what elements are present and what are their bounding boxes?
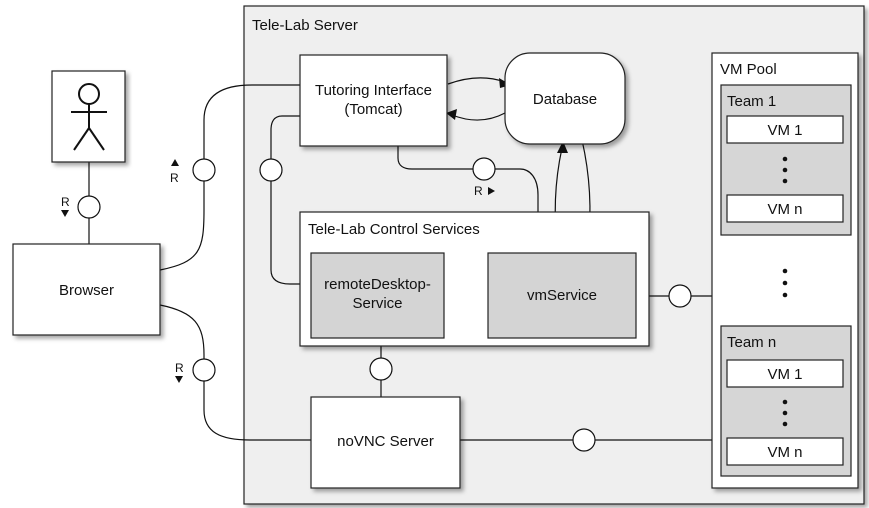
r-label-user: R [61, 195, 70, 217]
r-arrow-down-icon [61, 210, 69, 217]
team-title: Team 1 [727, 93, 776, 110]
interface-circle-browser-novnc [192, 358, 216, 382]
tutoring-vmservice-line [397, 146, 539, 253]
user-actor [51, 70, 126, 163]
vm-label: VM n [767, 201, 802, 218]
r-label-browser-novnc: R [175, 361, 184, 383]
remotedesktop-service-label: remoteDesktop- [324, 276, 431, 293]
r-label-text: R [170, 171, 179, 185]
tele-lab-server-title: Tele-Lab Server [252, 17, 358, 34]
user-stick-figure-icon [71, 83, 107, 151]
vmservice-box [487, 252, 637, 339]
r-label-browser-tutoring: R [170, 159, 179, 185]
teams-ellipsis-icon [782, 268, 788, 298]
interface-circle-novnc-vmpool [572, 428, 596, 452]
vm-box [726, 359, 844, 388]
connections [88, 77, 712, 441]
interface-circles [77, 157, 692, 452]
vertical-ellipsis-icon [782, 156, 788, 184]
r-label-text: R [175, 361, 184, 375]
interface-circle-novnc-remote [369, 357, 393, 381]
browser-novnc-line [159, 304, 311, 441]
r-arrow-down-icon [175, 376, 183, 383]
r-label-text: R [474, 184, 483, 198]
interface-circle-remotedesktop [259, 158, 283, 182]
tutoring-interface-sublabel: (Tomcat) [344, 101, 402, 118]
team-title: Team n [727, 334, 776, 351]
r-label-vmservice: R [474, 184, 495, 198]
remotedesktop-service-sublabel: Service [352, 295, 402, 312]
remotedesktop-service-box [310, 252, 445, 339]
team-group: Team n VM 1 VM n [720, 325, 852, 477]
database-box [504, 52, 626, 145]
arrowhead-up-database [557, 141, 568, 153]
arrowhead-to-tutoring [446, 109, 457, 120]
tutoring-interface-box [299, 54, 448, 147]
vm-label: VM n [767, 444, 802, 461]
vm-box [726, 115, 844, 144]
control-services-title: Tele-Lab Control Services [308, 221, 480, 238]
vm-box [726, 437, 844, 466]
database-label: Database [533, 91, 597, 108]
interface-circle-vmpool [668, 284, 692, 308]
vm-pool-title: VM Pool [720, 61, 777, 78]
interface-circle-browser-tutoring [192, 158, 216, 182]
browser-box [12, 243, 161, 336]
vm-box [726, 194, 844, 223]
r-label-text: R [61, 195, 70, 209]
vertical-ellipsis-icon [782, 399, 788, 427]
database-to-tutoring-arrow [451, 112, 506, 121]
vm-label: VM 1 [767, 366, 802, 383]
tutoring-interface-label: Tutoring Interface [315, 82, 432, 99]
novnc-server-label: noVNC Server [337, 433, 434, 450]
browser-label: Browser [59, 282, 114, 299]
vm-label: VM 1 [767, 122, 802, 139]
interface-circle-vmservice-r [472, 157, 496, 181]
r-arrow-right-icon [488, 187, 495, 195]
team-group: Team 1 VM 1 VM n [720, 84, 852, 236]
tutoring-remotedesktop-line [270, 115, 311, 285]
interface-circle-user [77, 195, 101, 219]
novnc-server-box [310, 396, 461, 489]
r-arrow-up-icon [171, 159, 179, 166]
vmservice-label: vmService [527, 287, 597, 304]
